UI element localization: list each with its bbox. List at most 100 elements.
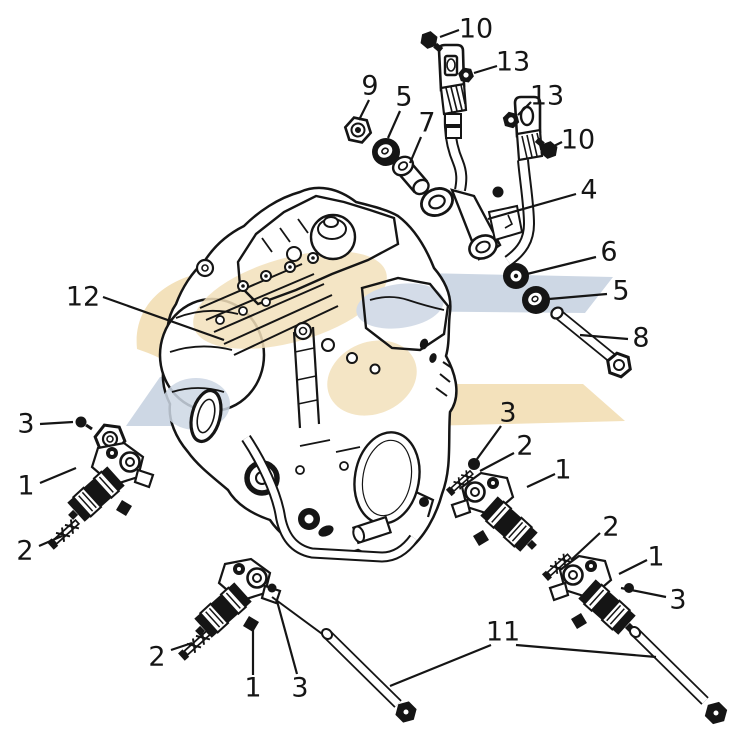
- callout-label-11: 11: [486, 617, 520, 648]
- bolt-3-bottom-mid: [267, 583, 277, 593]
- callout-label-1: 1: [554, 455, 571, 486]
- cylinder-head-fins: [199, 263, 339, 356]
- callout-label-1: 1: [647, 542, 664, 573]
- leader-line-1: [526, 473, 556, 488]
- nut-9: [343, 116, 373, 144]
- leader-line-4: [487, 192, 577, 221]
- cover-slot: [429, 353, 437, 363]
- oil-filler-cap: [309, 213, 357, 261]
- leader-line-3: [476, 425, 502, 460]
- callout-label-2: 2: [16, 536, 33, 567]
- callout-label-3: 3: [291, 673, 308, 704]
- leader-line-13: [517, 101, 532, 116]
- engine-hanger-assembly: [343, 31, 632, 379]
- washer-5-lower: [522, 286, 550, 314]
- mount-bracket-1-left: [66, 441, 155, 524]
- strap-hatch: [445, 84, 466, 113]
- callout-label-13: 13: [530, 81, 564, 112]
- breather-port: [286, 246, 302, 262]
- leader-line-5: [548, 292, 608, 301]
- mount-bracket-bottom-mid-group: [176, 557, 282, 663]
- callout-label-12: 12: [66, 282, 100, 313]
- leader-line-13: [473, 64, 498, 75]
- leader-line-5: [386, 110, 402, 139]
- cylinder-strap: [292, 326, 321, 429]
- mount-bracket-1-bottom-right: [548, 554, 638, 637]
- callout-label-5: 5: [395, 82, 412, 113]
- mount-bracket-left-group: [45, 416, 155, 552]
- leader-line-11: [389, 643, 492, 688]
- through-bolt-11-left: [320, 627, 417, 723]
- callout-label-3: 3: [669, 585, 686, 616]
- callout-label-2: 2: [148, 642, 165, 673]
- bolt-3-right-mid: [468, 458, 480, 470]
- leader-line-2: [570, 532, 601, 561]
- callout-label-10: 10: [459, 14, 493, 45]
- bolt-8: [550, 306, 632, 379]
- leader-line-1: [618, 559, 648, 575]
- right-side-cover: [360, 276, 450, 352]
- tube-lug: [351, 515, 393, 545]
- leader-line-2: [170, 641, 193, 652]
- leader-line-2: [479, 452, 515, 472]
- hanger-right-strap: [504, 95, 544, 266]
- callout-label-7: 7: [418, 108, 435, 139]
- valve-cover-hatching: [261, 218, 309, 253]
- pivot-dot: [492, 186, 504, 198]
- mount-bracket-right-mid-group: [444, 458, 540, 554]
- strap-hatch: [521, 132, 542, 159]
- callout-label-5: 5: [612, 276, 629, 307]
- lower-mount-eye: [468, 234, 498, 260]
- nut-13-left: [458, 67, 474, 83]
- bushing-6: [503, 263, 529, 289]
- callout-label-6: 6: [600, 237, 617, 268]
- cover-slot: [419, 338, 429, 350]
- callout-label-4: 4: [580, 175, 597, 206]
- leader-line-2: [38, 534, 63, 548]
- upper-mount-eye: [420, 187, 454, 217]
- cam-end-plug: [195, 258, 215, 278]
- callout-label-1: 1: [17, 471, 34, 502]
- nut-13-right: [502, 111, 520, 129]
- callout-label-3: 3: [17, 409, 34, 440]
- callout-label-13: 13: [496, 47, 530, 78]
- oil-filler-cap-top: [323, 216, 339, 228]
- callout-label-2: 2: [516, 431, 533, 462]
- flange-bolt-10-left: [420, 31, 444, 53]
- through-bolt-11-right: [628, 625, 728, 725]
- callout-label-1: 1: [244, 673, 261, 704]
- assembly-axis-line: [271, 596, 326, 637]
- crankcase-detail-arcs: [169, 309, 239, 393]
- kick-lever-detail: [415, 491, 435, 518]
- head-bolt-circles: [215, 252, 319, 325]
- lower-slot: [318, 525, 334, 537]
- mount-bracket-bottom-right-group: [540, 551, 638, 637]
- leader-line-1: [39, 466, 77, 485]
- misc-bottom-details: [295, 439, 361, 475]
- right-edge-fins: [435, 361, 453, 397]
- callout-label-9: 9: [361, 71, 378, 102]
- leader-line-3: [275, 600, 299, 675]
- callout-label-3: 3: [499, 398, 516, 429]
- washer-5-upper: [372, 138, 400, 166]
- hanger-left-strap: [437, 43, 468, 192]
- callout-label-8: 8: [632, 323, 649, 354]
- callout-label-10: 10: [561, 125, 595, 156]
- screw-2-left: [45, 516, 83, 552]
- leader-line-3: [39, 420, 74, 426]
- frame-down-tube: [241, 434, 419, 563]
- leader-line-11: [515, 643, 657, 659]
- leader-line-6: [526, 255, 597, 276]
- leader-line-10: [551, 141, 563, 148]
- leader-line-3: [620, 586, 667, 599]
- mount-bracket-1-bottom-mid: [193, 557, 282, 640]
- leader-line-12: [102, 295, 225, 342]
- bolt-3-left: [75, 416, 87, 428]
- leader-line-10: [439, 28, 460, 39]
- engine-illustration: [158, 186, 458, 563]
- callout-label-2: 2: [602, 512, 619, 543]
- leader-line-9: [358, 99, 370, 121]
